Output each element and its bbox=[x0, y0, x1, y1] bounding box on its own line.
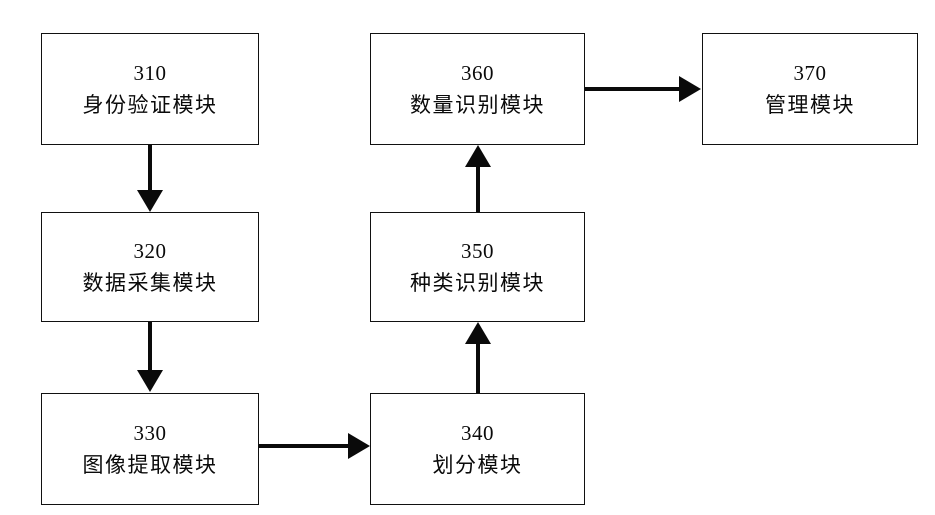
edge-350-to-360-line bbox=[476, 167, 480, 212]
edge-340-to-350-line bbox=[476, 344, 480, 393]
node-330-image-extraction-module[interactable]: 330 图像提取模块 bbox=[41, 393, 259, 505]
node-320-label: 数据采集模块 bbox=[82, 270, 218, 295]
node-330-label: 图像提取模块 bbox=[82, 452, 218, 477]
node-370-label: 管理模块 bbox=[765, 92, 855, 117]
edge-320-to-330-line bbox=[148, 322, 152, 371]
node-360-label: 数量识别模块 bbox=[410, 92, 545, 117]
node-320-id: 320 bbox=[133, 239, 167, 264]
node-350-species-recognition-module[interactable]: 350 种类识别模块 bbox=[370, 212, 585, 322]
node-370-management-module[interactable]: 370 管理模块 bbox=[702, 33, 918, 145]
edge-340-to-350-arrowhead-icon bbox=[465, 322, 491, 344]
node-340-id: 340 bbox=[461, 421, 494, 446]
node-360-quantity-recognition-module[interactable]: 360 数量识别模块 bbox=[370, 33, 585, 145]
node-310-identity-verification-module[interactable]: 310 身份验证模块 bbox=[41, 33, 259, 145]
node-330-id: 330 bbox=[133, 421, 167, 446]
edge-320-to-330-arrowhead-icon bbox=[137, 370, 163, 392]
node-310-id: 310 bbox=[133, 61, 167, 86]
edge-330-to-340-line bbox=[259, 444, 349, 448]
node-350-id: 350 bbox=[461, 239, 494, 264]
edge-310-to-320-arrowhead-icon bbox=[137, 190, 163, 212]
node-350-label: 种类识别模块 bbox=[410, 270, 545, 295]
edge-360-to-370-arrowhead-icon bbox=[679, 76, 701, 102]
edge-330-to-340-arrowhead-icon bbox=[348, 433, 370, 459]
edge-360-to-370-line bbox=[585, 87, 680, 91]
node-370-id: 370 bbox=[793, 61, 827, 86]
node-360-id: 360 bbox=[461, 61, 494, 86]
node-310-label: 身份验证模块 bbox=[82, 92, 218, 117]
node-340-label: 划分模块 bbox=[432, 452, 523, 477]
node-320-data-collection-module[interactable]: 320 数据采集模块 bbox=[41, 212, 259, 322]
edge-310-to-320-line bbox=[148, 145, 152, 193]
edge-350-to-360-arrowhead-icon bbox=[465, 145, 491, 167]
node-340-partition-module[interactable]: 340 划分模块 bbox=[370, 393, 585, 505]
